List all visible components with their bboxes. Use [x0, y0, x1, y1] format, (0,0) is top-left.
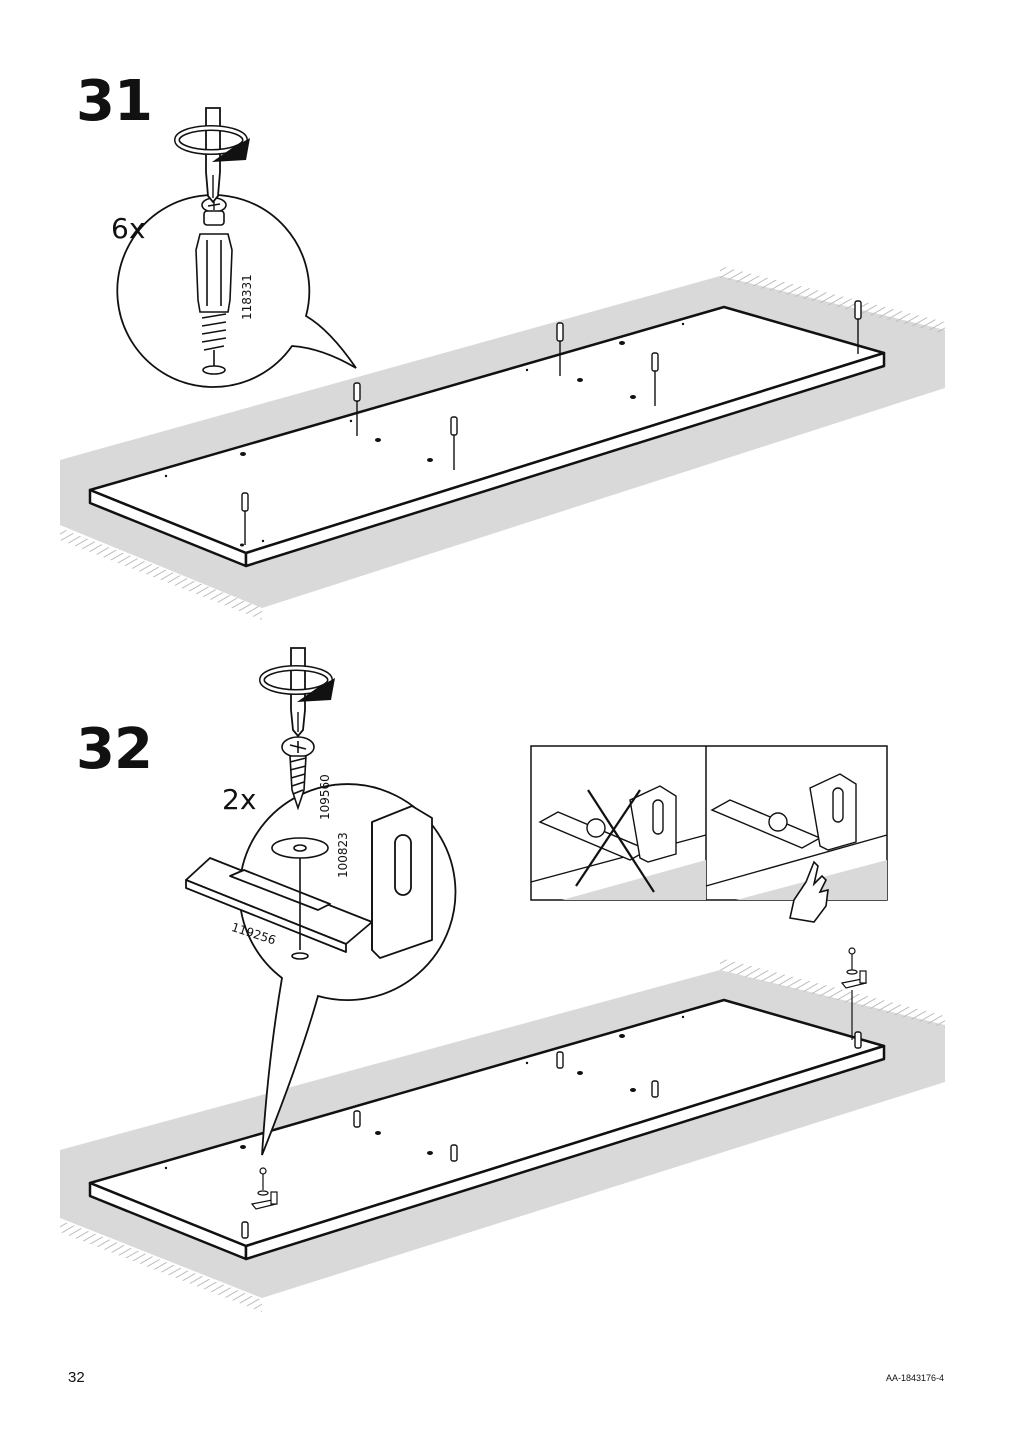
rotate-arrow-icon — [259, 665, 335, 702]
step31-panel — [88, 300, 886, 568]
page-number: 32 — [68, 1369, 85, 1386]
rotate-arrow-icon — [174, 125, 250, 162]
screwdriver-icon — [205, 107, 221, 204]
comparison-box — [530, 745, 888, 923]
step32-panel — [88, 947, 886, 1261]
part-number-100823: 100823 — [336, 832, 350, 878]
step-32-quantity: 2x — [222, 783, 257, 816]
document-id: AA-1843176-4 — [886, 1373, 945, 1383]
cross-out-icon — [575, 789, 655, 893]
dowel — [353, 382, 361, 436]
dowel — [450, 416, 458, 470]
dowel — [556, 322, 564, 376]
step-32-number: 32 — [76, 717, 153, 782]
part-number-109560: 109560 — [318, 774, 332, 820]
step32-detail-bubble — [185, 736, 457, 1156]
step-31-number: 31 — [76, 69, 153, 134]
hand-press-icon — [789, 860, 829, 923]
step31-detail-bubble — [116, 194, 357, 388]
dowel — [241, 492, 249, 545]
step-31-quantity: 6x — [111, 212, 146, 245]
dowel — [651, 352, 659, 406]
part-number-118331: 118331 — [240, 274, 254, 320]
dowel — [854, 300, 862, 354]
